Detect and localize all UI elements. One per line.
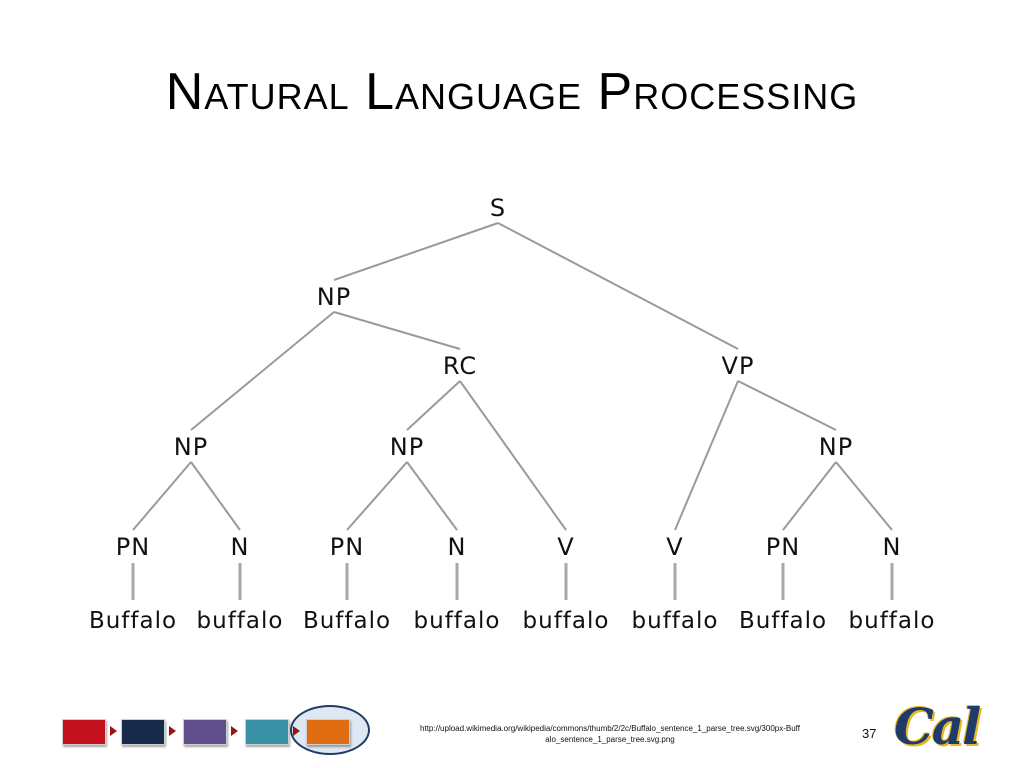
tree-word-3: Buffalo (303, 608, 391, 634)
tree-word-8: buffalo (849, 608, 936, 634)
tree-edge-np2-pn1 (132, 461, 192, 531)
tree-node-np2: NP (174, 433, 208, 461)
tree-node-np4: NP (819, 433, 853, 461)
tree-edge-vp-v2 (674, 380, 739, 531)
nav-box-purple[interactable] (183, 719, 227, 745)
tree-word-6: buffalo (632, 608, 719, 634)
tree-edge-rc-v1 (459, 380, 567, 531)
tree-edge-np2-n1 (190, 461, 241, 531)
tree-edge-np3-n2 (406, 461, 458, 531)
section-navigation (58, 705, 378, 755)
tree-word-7: Buffalo (739, 608, 827, 634)
tree-edge-np3-pn2 (346, 461, 408, 531)
tree-edge-rc-np3 (406, 380, 461, 431)
tree-edge-np4-n3 (835, 461, 893, 531)
tree-node-rc: RC (443, 352, 477, 380)
nav-arrow-icon (110, 726, 117, 736)
nav-arrow-icon (293, 726, 300, 736)
tree-word-1: Buffalo (89, 608, 177, 634)
nav-box-navy[interactable] (121, 719, 165, 745)
nav-box-teal[interactable] (245, 719, 289, 745)
tree-node-np1: NP (317, 283, 351, 311)
tree-word-4: buffalo (414, 608, 501, 634)
slide-title: Natural Language Processing (165, 63, 859, 121)
nav-box-red[interactable] (62, 719, 106, 745)
tree-node-np3: NP (390, 433, 424, 461)
tree-node-vp: VP (722, 352, 755, 380)
tree-word-2: buffalo (197, 608, 284, 634)
tree-node-n1: N (231, 533, 250, 561)
tree-node-n3: N (883, 533, 902, 561)
tree-node-pn3: PN (766, 533, 800, 561)
tree-edge-s-np1 (333, 222, 499, 281)
tree-edge-np1-rc (333, 311, 461, 350)
nav-arrow-icon (231, 726, 238, 736)
tree-edge-vp-np4 (737, 380, 837, 431)
tree-node-s: S (490, 194, 506, 222)
tree-node-v1: V (557, 533, 574, 561)
tree-word-5: buffalo (523, 608, 610, 634)
slide-number: 37 (862, 726, 877, 741)
tree-edge-np4-pn3 (782, 461, 837, 531)
image-source-url: http://upload.wikimedia.org/wikipedia/co… (420, 724, 800, 744)
tree-node-pn2: PN (330, 533, 364, 561)
nav-box-orange[interactable] (306, 719, 350, 745)
nav-arrow-icon (169, 726, 176, 736)
tree-node-v2: V (666, 533, 683, 561)
tree-edge-s-vp (497, 222, 739, 350)
cal-logo: Cal (894, 697, 981, 756)
tree-edge-np1-np2 (190, 311, 335, 431)
tree-node-pn1: PN (116, 533, 150, 561)
tree-node-n2: N (448, 533, 467, 561)
